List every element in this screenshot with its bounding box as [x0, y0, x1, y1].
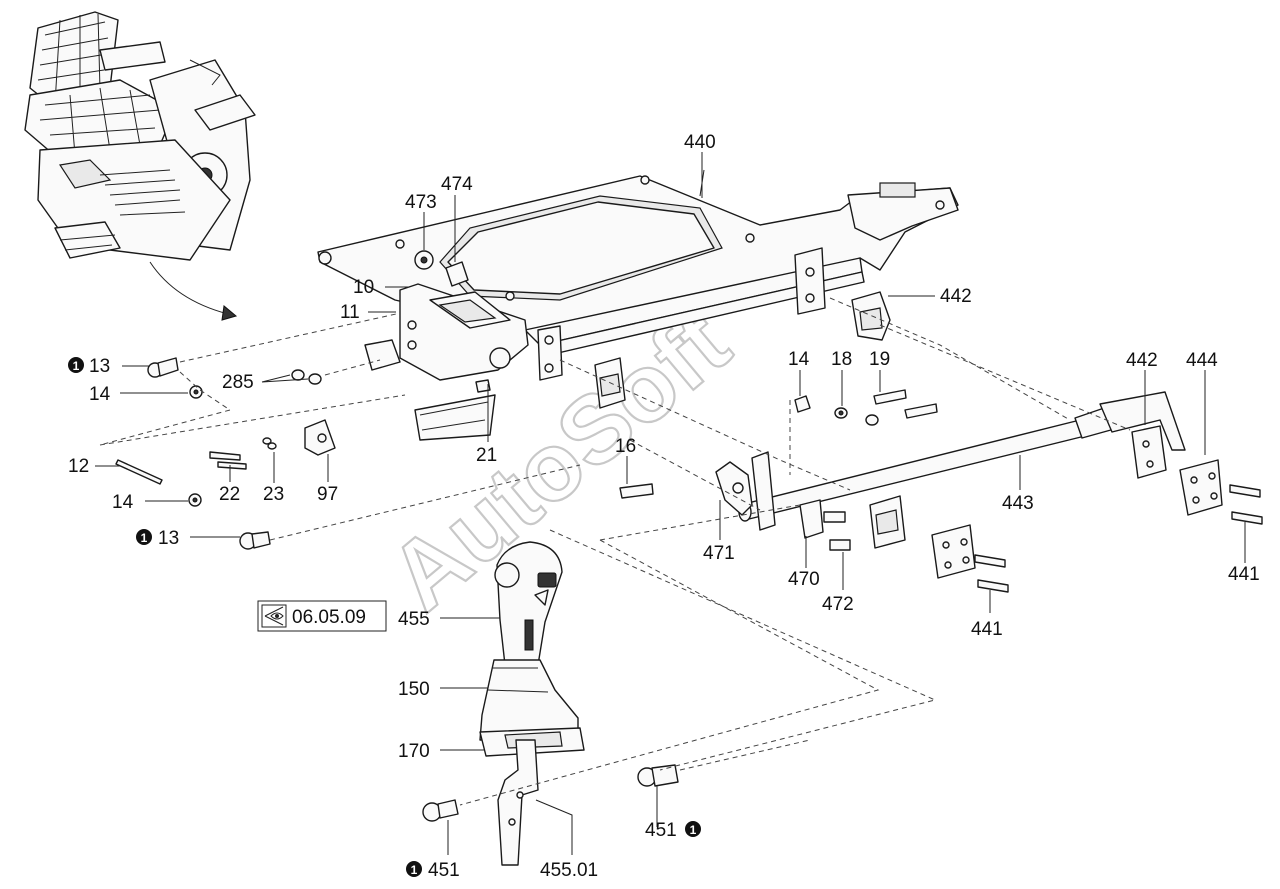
svg-text:1: 1: [411, 863, 418, 877]
ball-joint-451-left: [422, 799, 459, 822]
svg-text:1: 1: [141, 531, 148, 545]
shaft-443: [738, 391, 1186, 539]
washer-19b: [865, 414, 879, 426]
callout-285: 285: [222, 372, 254, 393]
reference-code: 06.05.09: [292, 607, 366, 628]
callout-443: 443: [1002, 493, 1034, 514]
callout-442-right: 442: [1126, 350, 1158, 371]
callout-16: 16: [615, 436, 636, 457]
callout-170: 170: [398, 741, 430, 762]
callout-455: 455: [398, 609, 430, 630]
assembly-lines: [99, 297, 1131, 806]
callout-150: 150: [398, 679, 430, 700]
note-marker-13b: 1: [136, 529, 152, 545]
eye-icon: [261, 604, 287, 628]
callout-442-upper: 442: [940, 286, 972, 307]
bolts-441-right: [1229, 484, 1263, 525]
clip-21: [475, 379, 491, 393]
bolt-19: [873, 389, 907, 405]
clamp-442-right: [1131, 425, 1167, 479]
callout-19: 19: [869, 349, 890, 370]
callout-14-right: 14: [788, 349, 810, 370]
plate-444: [1179, 459, 1223, 516]
plate-center: [931, 524, 976, 579]
nut-14a: [189, 385, 203, 399]
note-marker-451a: 1: [406, 861, 422, 877]
callout-21: 21: [476, 445, 497, 466]
bolt-19b: [904, 403, 938, 419]
callout-23: 23: [263, 484, 284, 505]
spacer-474: [445, 261, 469, 287]
leader-lines: [95, 152, 1246, 855]
callout-471: 471: [703, 543, 735, 564]
callout-451-right: 451: [645, 820, 677, 841]
callout-labels: 440 474 473 10 11 442 442 444 13 14 285 …: [68, 132, 1260, 881]
callout-474: 474: [441, 174, 473, 195]
lever-arm-455-01: [497, 739, 539, 866]
pin-16: [619, 483, 654, 499]
callout-10: 10: [353, 277, 374, 298]
washers-23: [262, 437, 277, 450]
note-marker-13a: 1: [68, 357, 84, 373]
seat-overview-illustration: [24, 11, 256, 321]
callout-472: 472: [822, 594, 854, 615]
callout-12: 12: [68, 456, 89, 477]
reference-box: 06.05.09: [257, 600, 387, 632]
svg-text:1: 1: [73, 359, 80, 373]
note-marker-451b: 1: [685, 821, 701, 837]
callout-473: 473: [405, 192, 437, 213]
callout-18: 18: [831, 349, 852, 370]
bolt-472: [823, 511, 851, 551]
joystick-handle-455: [494, 541, 563, 666]
bracket-10: [364, 283, 529, 441]
callout-470: 470: [788, 569, 820, 590]
callout-440: 440: [684, 132, 716, 153]
bolts-441-center: [974, 554, 1009, 593]
ball-joint-13-lower: [239, 531, 271, 550]
nut-14c: [794, 395, 811, 413]
nut-14b: [188, 493, 202, 507]
callout-444: 444: [1186, 350, 1218, 371]
callout-13-lower: 13: [158, 528, 179, 549]
ball-joint-451-right: [637, 764, 679, 787]
switch-97: [304, 419, 336, 456]
callout-97: 97: [317, 484, 338, 505]
callout-451-left: 451: [428, 860, 460, 881]
bolt-473: [414, 250, 434, 270]
svg-text:1: 1: [690, 823, 697, 837]
saddle-clamp-mid: [869, 495, 906, 549]
callout-14-lower: 14: [112, 492, 134, 513]
bolts-285: [291, 369, 322, 385]
callout-11: 11: [340, 302, 360, 323]
callout-441-center: 441: [971, 619, 1003, 640]
clamp-442-upper: [851, 291, 891, 341]
washer-18: [834, 407, 848, 419]
callout-14-upper: 14: [89, 384, 111, 405]
callout-441-right: 441: [1228, 564, 1260, 585]
callout-22: 22: [219, 484, 240, 505]
pin-12: [115, 459, 163, 485]
screws-22: [209, 451, 247, 470]
callout-455-01: 455.01: [540, 860, 598, 881]
ball-joint-13-upper: [147, 357, 179, 378]
callout-13-upper: 13: [89, 356, 110, 377]
